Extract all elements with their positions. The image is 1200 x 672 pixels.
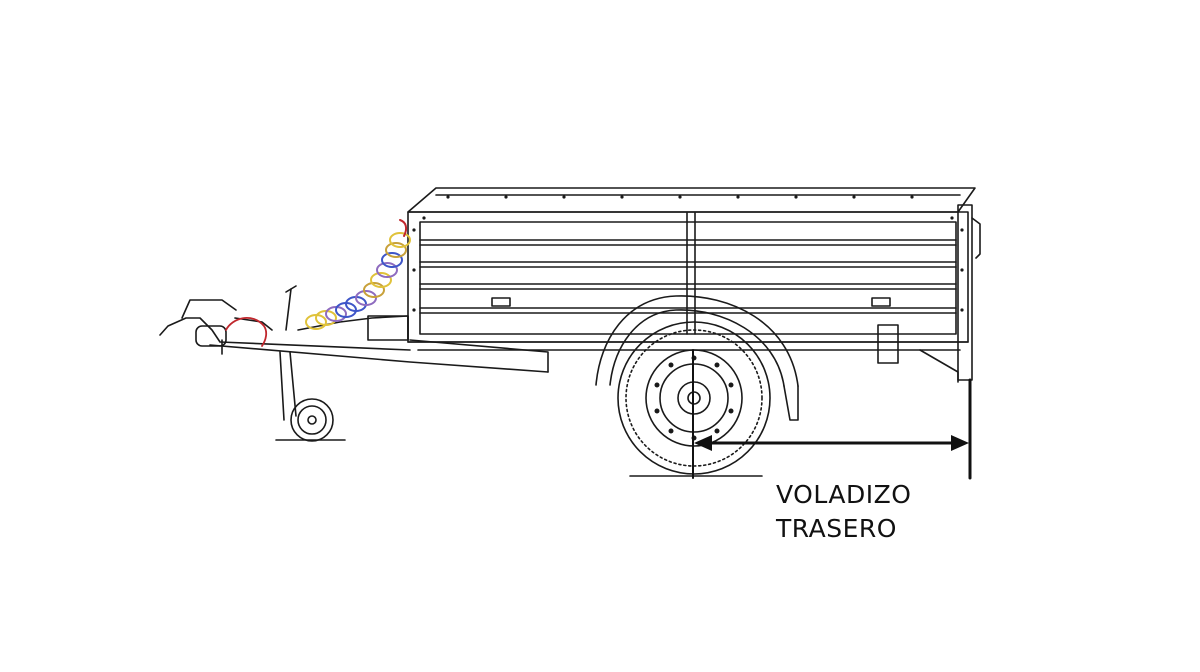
brake-cable	[225, 317, 268, 347]
overhang-label-line1: VOLADIZO	[776, 480, 912, 509]
overhang-label-line2: TRASERO	[776, 514, 897, 543]
spiral-cable	[305, 219, 411, 330]
rivets	[412, 195, 964, 312]
overhang-dimension	[692, 349, 972, 480]
fender	[595, 295, 799, 421]
cargo-box	[407, 187, 981, 383]
drawbar	[159, 285, 549, 373]
wheel-holes	[654, 355, 734, 441]
arrow-left-icon	[694, 435, 712, 451]
jockey-wheel	[275, 351, 346, 442]
arrow-right-icon	[951, 435, 969, 451]
